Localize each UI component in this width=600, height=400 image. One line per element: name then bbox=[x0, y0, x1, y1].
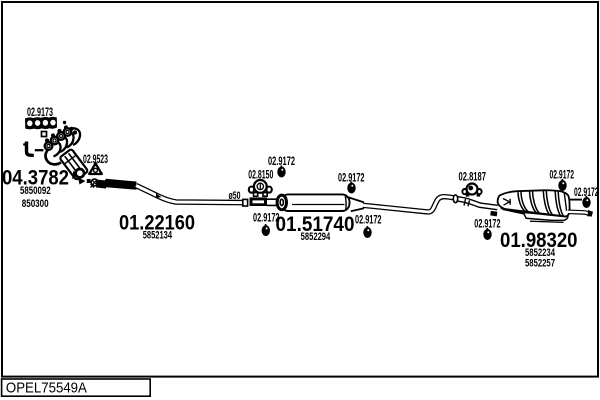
svg-text:02.9172: 02.9172 bbox=[253, 213, 280, 225]
svg-text:5852294: 5852294 bbox=[301, 231, 331, 243]
svg-text:5852257: 5852257 bbox=[525, 258, 555, 270]
svg-text:5852234: 5852234 bbox=[525, 247, 556, 259]
svg-text:OPEL75549A: OPEL75549A bbox=[6, 380, 87, 396]
svg-text:02.9172: 02.9172 bbox=[355, 214, 382, 226]
svg-text:ø50: ø50 bbox=[229, 190, 241, 202]
svg-text:5852134: 5852134 bbox=[143, 230, 173, 242]
svg-text:01.51740: 01.51740 bbox=[276, 213, 355, 236]
svg-text:02.8187: 02.8187 bbox=[459, 171, 487, 183]
svg-text:850300: 850300 bbox=[22, 198, 49, 210]
svg-text:04.3782: 04.3782 bbox=[2, 166, 69, 189]
svg-text:01.22160: 01.22160 bbox=[119, 212, 195, 235]
svg-text:02.9172: 02.9172 bbox=[268, 156, 295, 168]
svg-text:01.98320: 01.98320 bbox=[500, 229, 578, 252]
svg-text:02.9523: 02.9523 bbox=[83, 154, 108, 166]
svg-text:02.9172: 02.9172 bbox=[474, 218, 500, 230]
svg-text:5850092: 5850092 bbox=[20, 185, 51, 197]
svg-text:02.8150: 02.8150 bbox=[248, 169, 273, 181]
svg-text:02.9173: 02.9173 bbox=[27, 107, 53, 119]
svg-text:02.9172: 02.9172 bbox=[574, 187, 599, 199]
svg-text:02.9172: 02.9172 bbox=[338, 173, 365, 185]
svg-text:02.9172: 02.9172 bbox=[550, 169, 575, 181]
